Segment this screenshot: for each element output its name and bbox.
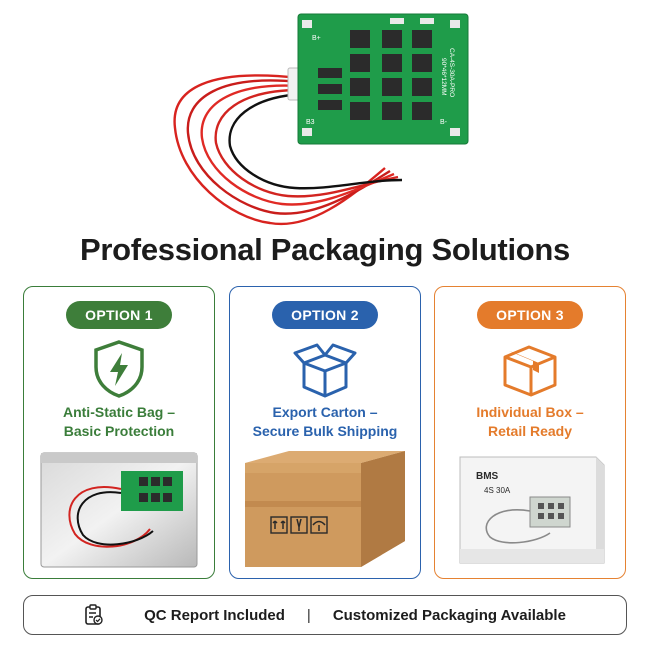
custom-packaging-text: Customized Packaging Available: [332, 606, 566, 624]
option-card-3[interactable]: OPTION 3 Individual Box – Retail Ready B…: [434, 286, 626, 579]
option-text-2: Export Carton – Secure Bulk Shipping: [230, 403, 420, 441]
pin-label-bplus: B+: [312, 35, 321, 42]
option-title-3: Individual Box –: [476, 404, 584, 420]
option-subtitle-3: Retail Ready: [487, 423, 573, 439]
footer-bar: QC Report Included | Customized Packagin…: [23, 595, 627, 635]
option-text-3: Individual Box – Retail Ready: [435, 403, 625, 441]
clipboard-check-icon: [85, 604, 103, 625]
option-badge-2: OPTION 2: [272, 301, 378, 329]
export-carton-photo: [245, 451, 405, 567]
option-title-1: Anti-Static Bag –: [62, 404, 175, 420]
option-card-2[interactable]: OPTION 2 Export Carton – Secure Bulk Shi…: [229, 286, 421, 579]
option-card-1[interactable]: OPTION 1 Anti-Static Bag – Basic Protect…: [23, 286, 215, 579]
shield-lightning-icon: [94, 340, 144, 398]
option-badge-3: OPTION 3: [477, 301, 583, 329]
option-title-2: Export Carton –: [272, 404, 378, 420]
qc-report-text: QC Report Included: [144, 606, 285, 624]
option-badge-1: OPTION 1: [66, 301, 172, 329]
option-subtitle-1: Basic Protection: [63, 423, 175, 439]
page-title: Professional Packaging Solutions: [80, 232, 570, 267]
box-label-bms: BMS: [476, 471, 499, 482]
open-box-icon: [293, 343, 357, 398]
footer-separator: |: [306, 606, 311, 624]
pcb-model-text: CA-4S-30A-PRO: [448, 48, 455, 97]
pcb-size-text: 90*46*12MM: [440, 58, 447, 96]
pin-label-bminus: B-: [440, 119, 448, 126]
option-subtitle-2: Secure Bulk Shipping: [252, 423, 398, 439]
box-label-spec: 4S 30A: [484, 486, 511, 495]
retail-box-photo: BMS 4S 30A: [459, 456, 605, 564]
anti-static-bag-photo: [40, 452, 198, 568]
pin-label-b3: B3: [306, 119, 315, 126]
package-icon: [503, 345, 557, 397]
bms-board-product-image: B+ B3 B- CA-4S-30A-PRO 90*46*12MM: [173, 13, 469, 226]
option-text-1: Anti-Static Bag – Basic Protection: [24, 403, 214, 441]
